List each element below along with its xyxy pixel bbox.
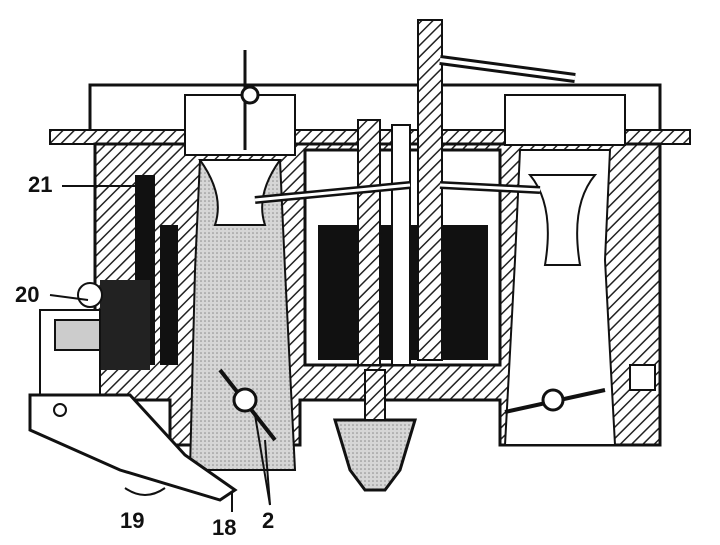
callout-label-21: 21 [28, 172, 52, 197]
callout-19: 19 [120, 487, 166, 533]
throttle-lever [28, 393, 238, 502]
emulsion-tube [254, 181, 541, 204]
callout-21: 21 [28, 172, 140, 197]
primary-barrel [184, 94, 297, 471]
callout-label-18: 18 [212, 515, 236, 540]
secondary-barrel [503, 94, 626, 446]
choke-valve [240, 50, 260, 150]
callout-label-2: 2 [262, 508, 274, 533]
callout-label-20: 20 [15, 282, 39, 307]
primary-throttle-valve [218, 368, 277, 442]
callout-2: 2 [254, 414, 274, 533]
linkage-rod [439, 55, 576, 83]
callout-label-19: 19 [120, 508, 144, 533]
right-fitting [629, 364, 656, 391]
secondary-throttle-valve [504, 388, 606, 414]
power-valve-housing [332, 369, 418, 492]
idle-circuit [100, 175, 178, 370]
callout-20: 20 [15, 282, 89, 307]
callout-18: 18 [212, 492, 236, 540]
accelerator-pump [39, 282, 103, 396]
